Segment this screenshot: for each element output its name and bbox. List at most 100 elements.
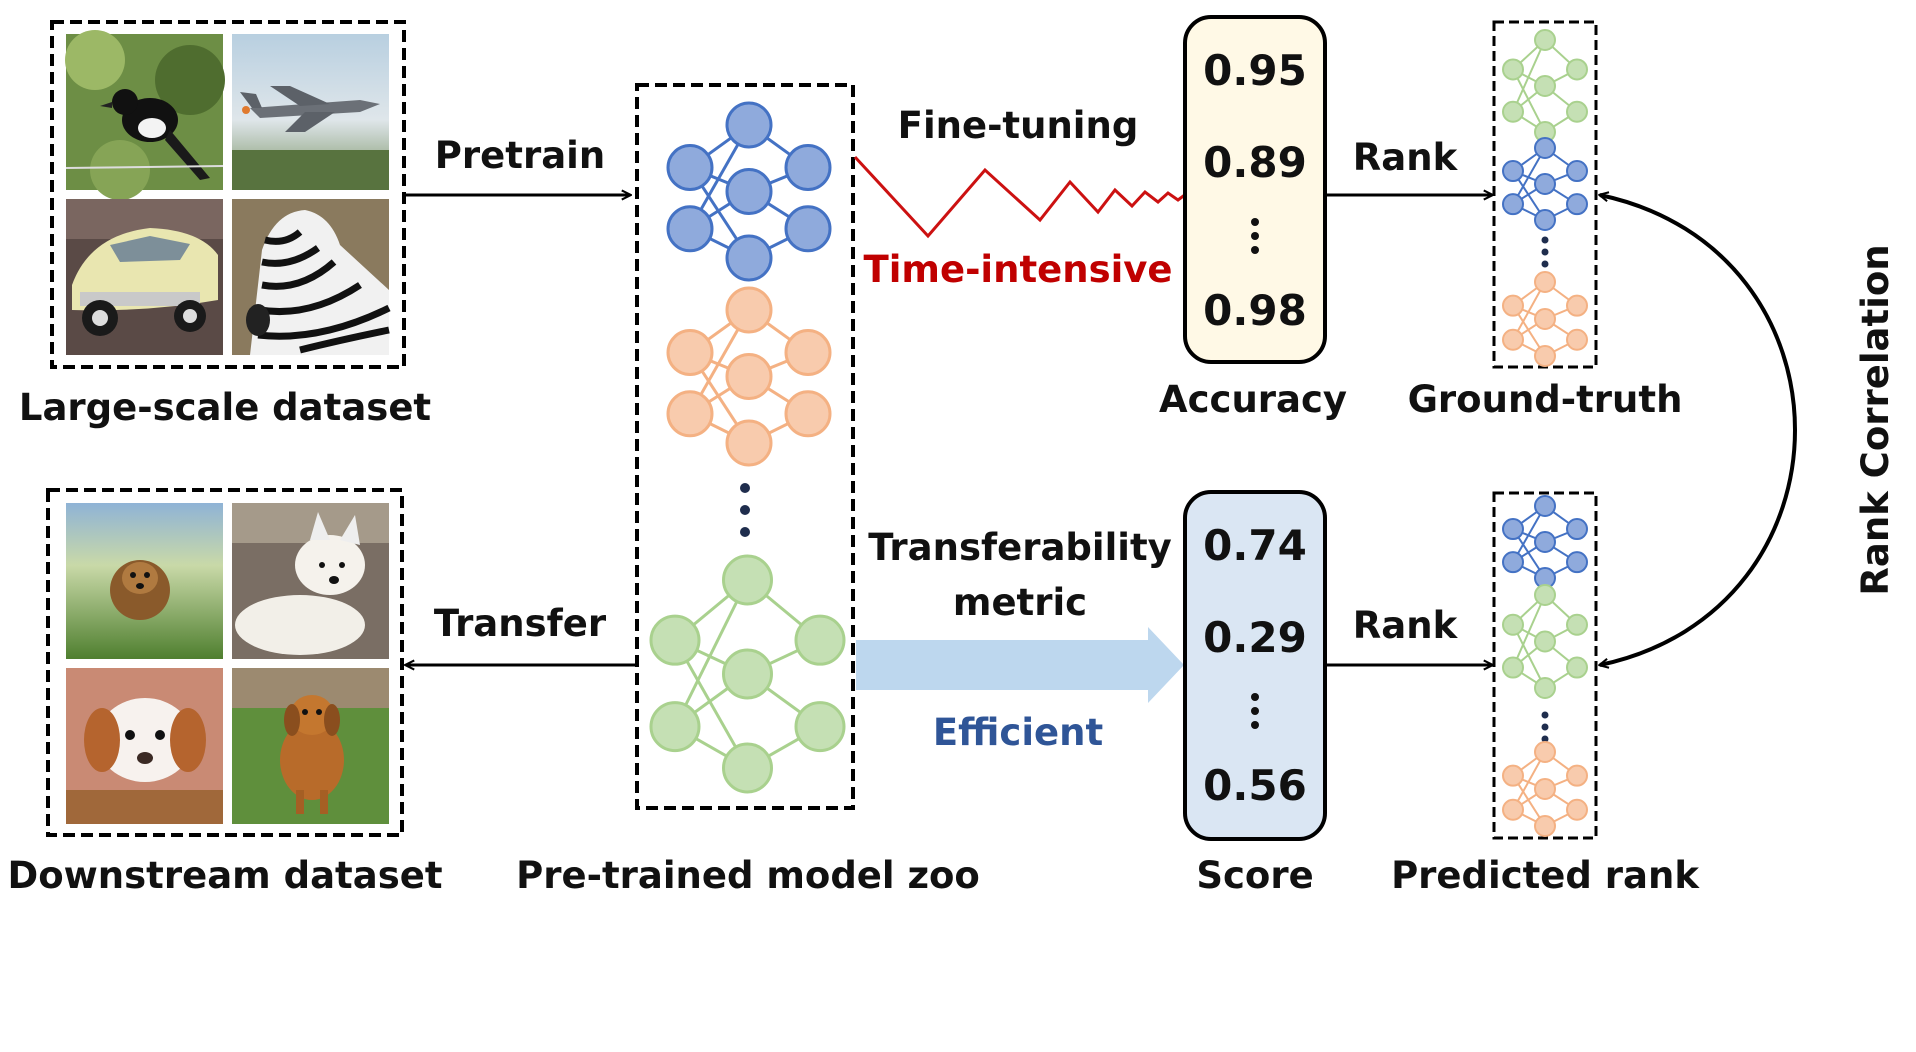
rank-label-bottom: Rank bbox=[1353, 604, 1459, 647]
predicted-rank-label: Predicted rank bbox=[1391, 854, 1700, 897]
network-node bbox=[649, 701, 701, 753]
fine-tuning-zigzag bbox=[853, 155, 1187, 239]
predicted-orange-network-icon bbox=[1502, 741, 1588, 837]
zebra-image bbox=[232, 199, 391, 355]
vertical-ellipsis-icon bbox=[740, 483, 750, 537]
network-node bbox=[1534, 815, 1556, 837]
downstream-dataset-frame bbox=[46, 488, 404, 837]
network-node bbox=[1534, 271, 1556, 293]
network-edge bbox=[1512, 39, 1546, 113]
fine-tuning-label: Fine-tuning bbox=[898, 104, 1139, 147]
network-node bbox=[1502, 764, 1524, 787]
network-node bbox=[1566, 328, 1588, 351]
downstream-dataset-label: Downstream dataset bbox=[7, 854, 442, 897]
network-node bbox=[725, 101, 773, 149]
network-node bbox=[1502, 58, 1524, 81]
network-node bbox=[1534, 677, 1556, 699]
magpie-image bbox=[65, 30, 225, 200]
score-label: Score bbox=[1196, 854, 1313, 897]
network-node bbox=[1502, 798, 1524, 821]
network-node bbox=[722, 742, 773, 794]
network-node bbox=[725, 234, 773, 282]
large-scale-dataset-panel bbox=[50, 20, 406, 369]
network-node bbox=[1566, 100, 1588, 123]
ground-truth-orange-network-icon bbox=[1502, 271, 1588, 367]
ground-truth-blue-network-icon bbox=[1502, 137, 1588, 231]
network-node bbox=[1534, 209, 1556, 231]
network-node bbox=[1502, 100, 1524, 123]
network-node bbox=[1502, 193, 1524, 216]
network-node bbox=[794, 614, 846, 666]
terrier-dog-image bbox=[66, 503, 223, 659]
score-ellipsis-icon bbox=[1251, 693, 1259, 729]
accuracy-box bbox=[1183, 15, 1327, 364]
network-node bbox=[722, 554, 773, 606]
network-edge bbox=[1512, 624, 1546, 689]
network-node bbox=[1502, 613, 1524, 636]
transferability-label-line1: Transferability bbox=[868, 526, 1172, 569]
score-value-3: 0.56 bbox=[1203, 761, 1307, 810]
akita-dog-image bbox=[232, 503, 389, 659]
network-node bbox=[1566, 58, 1588, 81]
network-node bbox=[1534, 173, 1556, 195]
accuracy-label: Accuracy bbox=[1159, 378, 1347, 421]
network-node bbox=[1534, 778, 1556, 800]
network-edge bbox=[673, 579, 749, 728]
network-node bbox=[1566, 551, 1588, 574]
network-node bbox=[1502, 328, 1524, 351]
network-node bbox=[1534, 345, 1556, 367]
network-node bbox=[794, 701, 846, 753]
ground-truth-label: Ground-truth bbox=[1408, 378, 1683, 421]
network-node bbox=[1502, 551, 1524, 574]
rank-label-top: Rank bbox=[1353, 136, 1459, 179]
network-node bbox=[1566, 160, 1588, 183]
model-zoo-frame bbox=[635, 83, 855, 810]
model-zoo-label: Pre-trained model zoo bbox=[516, 854, 980, 897]
ground-truth-green-network-icon bbox=[1502, 29, 1588, 143]
large-dataset-label: Large-scale dataset bbox=[19, 386, 431, 429]
pretrain-label: Pretrain bbox=[435, 134, 605, 177]
network-node bbox=[1534, 584, 1556, 606]
network-edge bbox=[1512, 68, 1546, 133]
network-node bbox=[1534, 495, 1556, 517]
network-node bbox=[1566, 613, 1588, 636]
score-value-1: 0.74 bbox=[1203, 521, 1307, 570]
golden-dog-image bbox=[232, 668, 389, 824]
network-node bbox=[1502, 518, 1524, 541]
accuracy-value-2: 0.89 bbox=[1203, 138, 1307, 187]
network-node bbox=[784, 329, 832, 377]
network-node bbox=[1566, 193, 1588, 216]
vintage-car-image bbox=[66, 199, 223, 355]
network-node bbox=[666, 329, 714, 377]
network-node bbox=[666, 205, 714, 253]
network-node bbox=[725, 419, 773, 467]
network-node bbox=[649, 614, 701, 666]
transferability-arrow bbox=[856, 627, 1184, 703]
orange-network-icon bbox=[666, 286, 832, 467]
efficient-label: Efficient bbox=[933, 711, 1103, 754]
network-node bbox=[666, 390, 714, 438]
predicted-green-network-icon bbox=[1502, 584, 1588, 699]
accuracy-ellipsis-icon bbox=[1251, 218, 1259, 254]
accuracy-value-1: 0.95 bbox=[1203, 46, 1307, 95]
accuracy-value-3: 0.98 bbox=[1203, 286, 1307, 335]
network-node bbox=[1534, 741, 1556, 763]
network-node bbox=[725, 168, 773, 215]
network-node bbox=[1566, 798, 1588, 821]
network-node bbox=[1534, 531, 1556, 553]
blue-network-icon bbox=[666, 101, 832, 282]
network-node bbox=[666, 144, 714, 192]
network-node bbox=[1502, 656, 1524, 679]
network-node bbox=[1534, 630, 1556, 653]
transferability-label-line2: metric bbox=[953, 581, 1087, 624]
network-node bbox=[1566, 518, 1588, 541]
network-node bbox=[784, 390, 832, 438]
predicted-ellipsis-icon bbox=[1541, 711, 1549, 743]
network-node bbox=[1534, 308, 1556, 330]
network-node bbox=[1534, 137, 1556, 159]
network-node bbox=[1566, 764, 1588, 787]
network-node bbox=[1566, 656, 1588, 679]
network-node bbox=[1566, 294, 1588, 317]
transfer-label: Transfer bbox=[434, 602, 607, 645]
